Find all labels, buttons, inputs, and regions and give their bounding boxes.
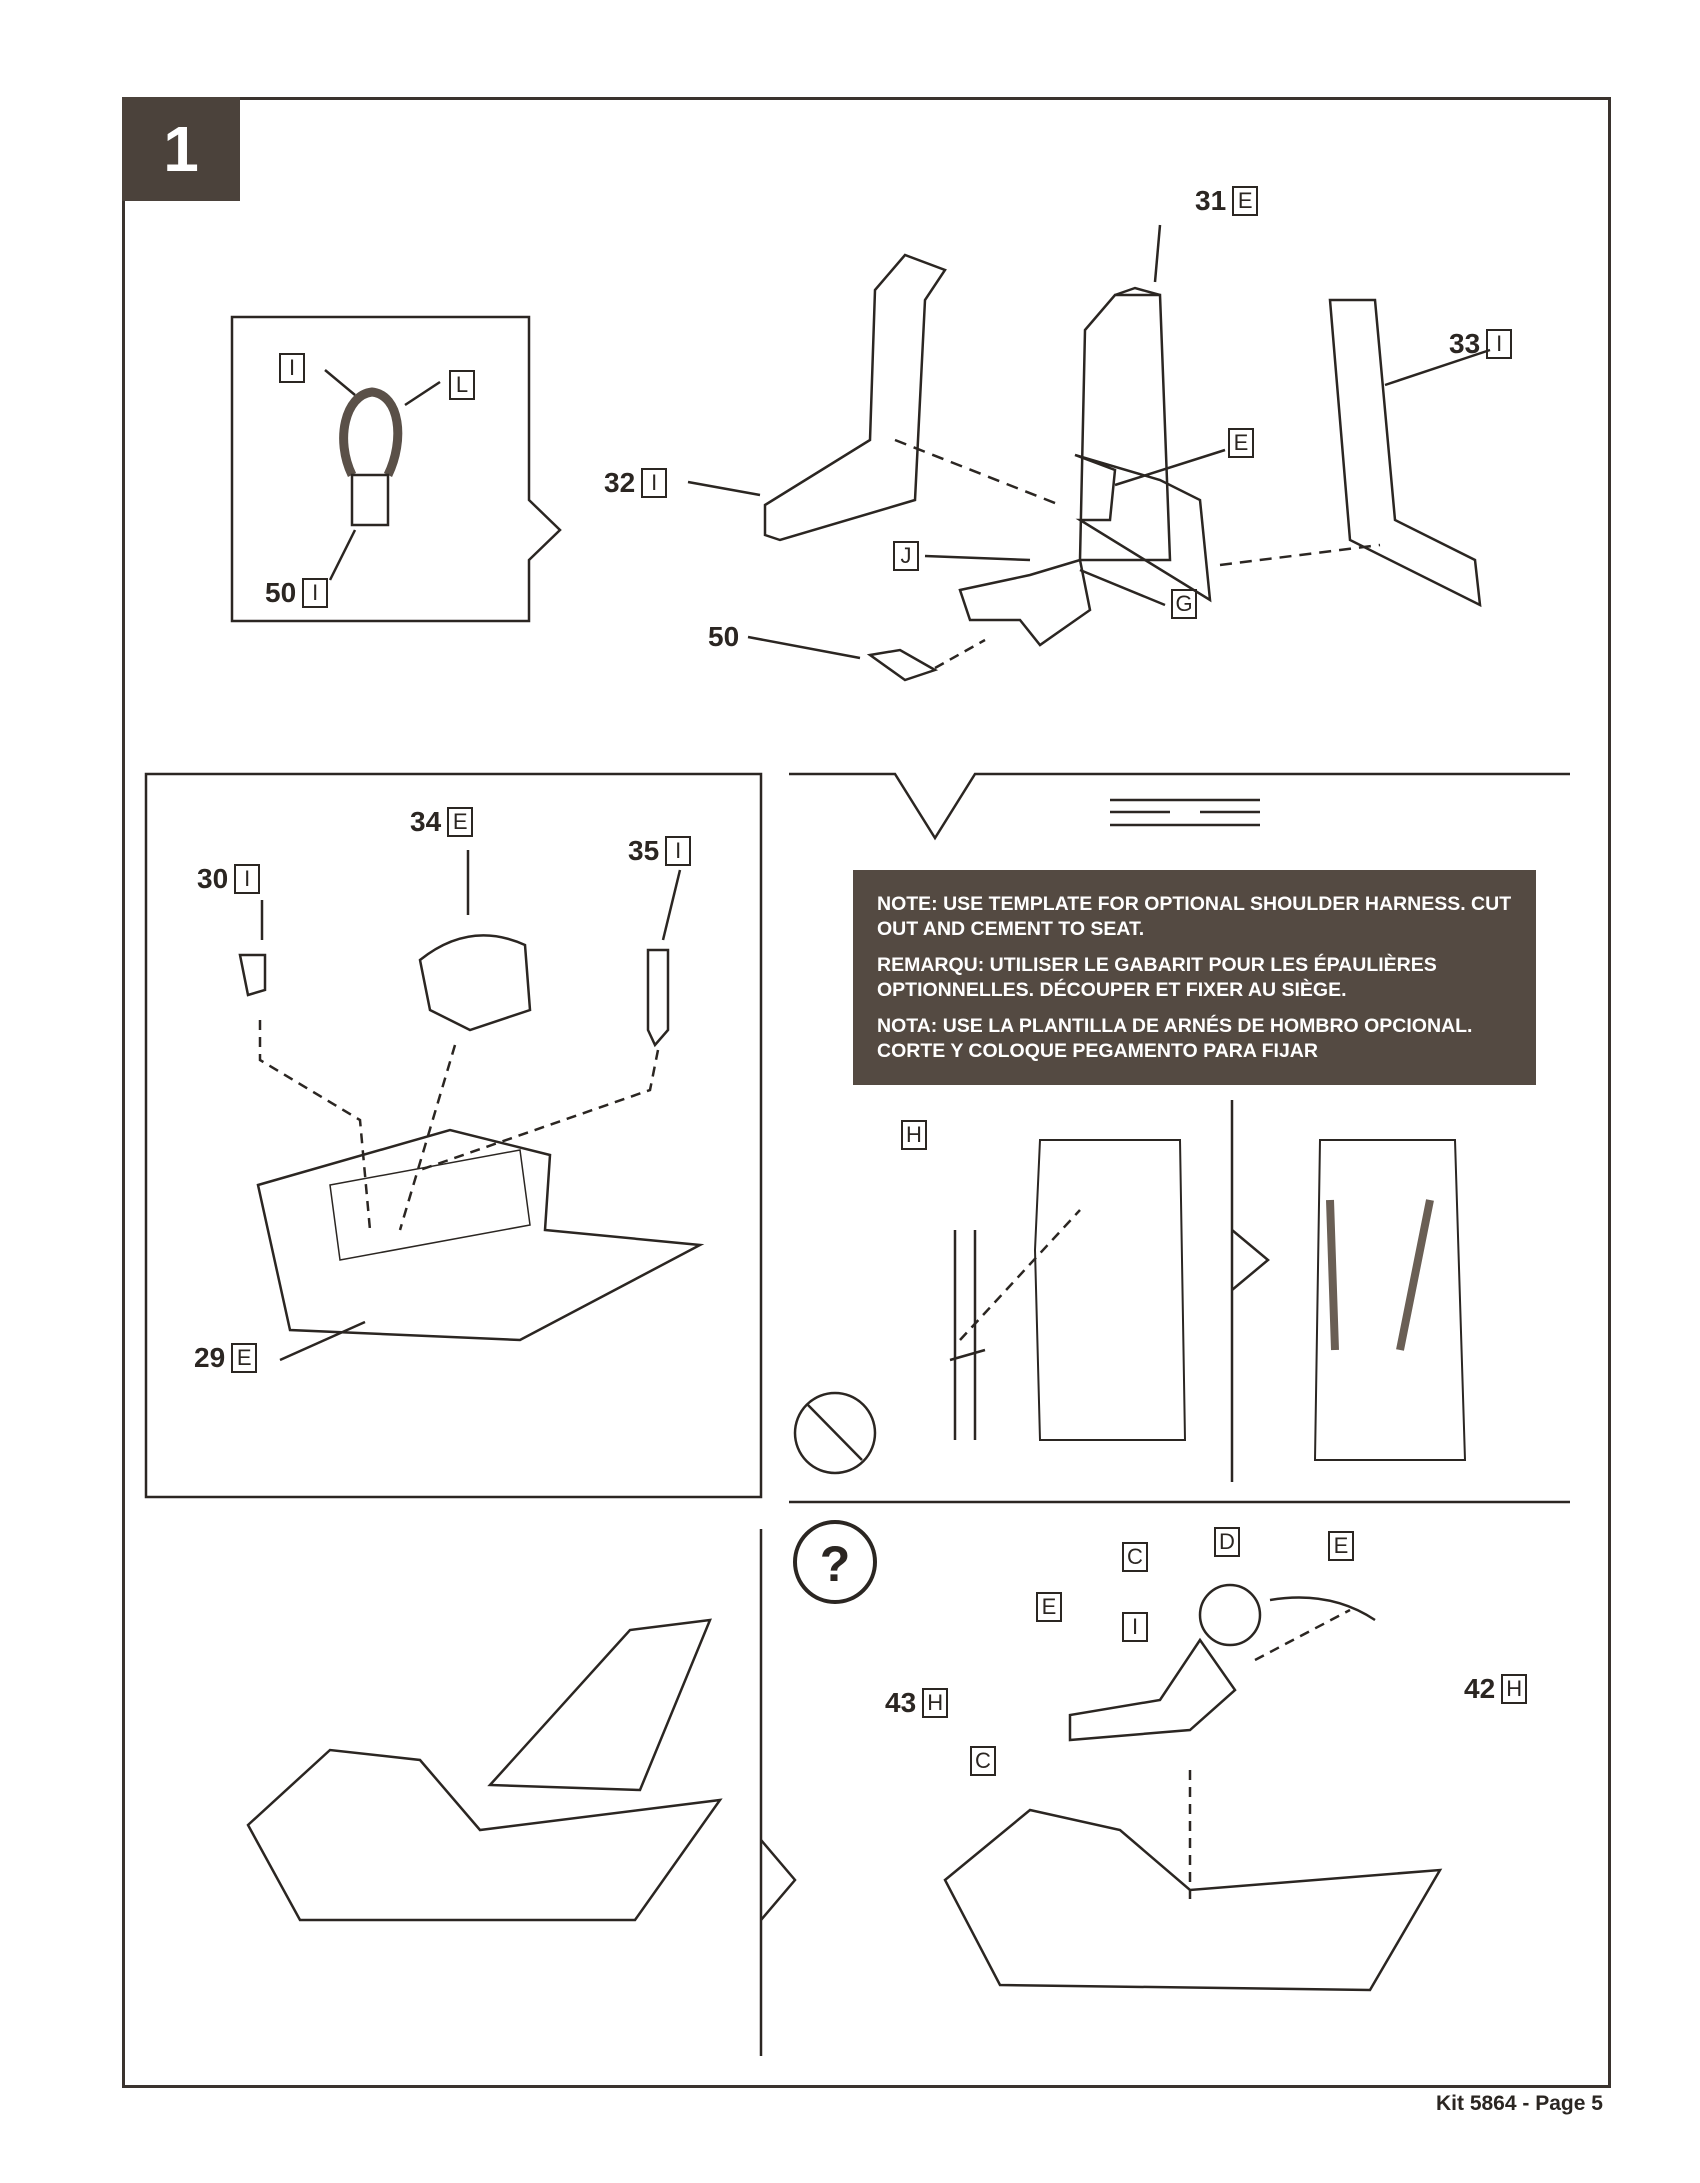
callout-part-50: 50 bbox=[708, 621, 740, 652]
page-footer: Kit 5864 - Page 5 bbox=[1436, 2092, 1603, 2115]
callout-pilot-e-hand: E bbox=[1036, 1592, 1062, 1622]
harness-note: NOTE: USE TEMPLATE FOR OPTIONAL SHOULDER… bbox=[853, 870, 1536, 1085]
callout-pilot-d: D bbox=[1214, 1527, 1240, 1557]
note-spanish: NOTA: USE LA PLANTILLA DE ARNÉS DE HOMBR… bbox=[877, 1015, 1473, 1062]
completed-cockpit-right bbox=[943, 1808, 1443, 1992]
callout-seat-j: J bbox=[893, 541, 919, 571]
seat-closeup-left bbox=[959, 1139, 1187, 1441]
callout-seat-g: G bbox=[1171, 589, 1197, 619]
tub-panel-frame bbox=[144, 772, 763, 1499]
harness-buckle-inset bbox=[324, 369, 441, 581]
callout-pilot-c-legs: C bbox=[970, 1746, 996, 1776]
callout-pilot-c-head: C bbox=[1122, 1542, 1148, 1572]
cockpit-tub-exploded bbox=[238, 850, 705, 1362]
ejection-seat-exploded bbox=[687, 224, 1491, 682]
callout-harness-h: H bbox=[901, 1120, 927, 1150]
callout-pilot-i: I bbox=[1122, 1612, 1148, 1642]
note-french: REMARQU: UTILISER LE GABARIT POUR LES ÉP… bbox=[877, 954, 1437, 1001]
callout-inset-l: L bbox=[449, 370, 475, 400]
harness-panel-lines bbox=[789, 772, 1570, 1504]
no-glue-icon bbox=[793, 1391, 877, 1475]
step-number: 1 bbox=[122, 97, 240, 201]
callout-seat-e: E bbox=[1228, 428, 1254, 458]
optional-question-icon: ? bbox=[819, 1536, 851, 1592]
callout-pilot-e-arm: E bbox=[1328, 1531, 1354, 1561]
completed-cockpit-left bbox=[246, 1618, 723, 1922]
inset-frame bbox=[230, 315, 562, 623]
harness-template bbox=[949, 1230, 986, 1440]
callout-inset-i: I bbox=[279, 353, 305, 383]
optional-step-icon bbox=[793, 1520, 877, 1604]
template-marks bbox=[1110, 798, 1260, 827]
step-frame bbox=[122, 97, 1611, 2088]
pilot-figure-exploded bbox=[1068, 1583, 1376, 1900]
note-english: NOTE: USE TEMPLATE FOR OPTIONAL SHOULDER… bbox=[877, 893, 1512, 940]
seat-closeup-right bbox=[1313, 1139, 1467, 1461]
